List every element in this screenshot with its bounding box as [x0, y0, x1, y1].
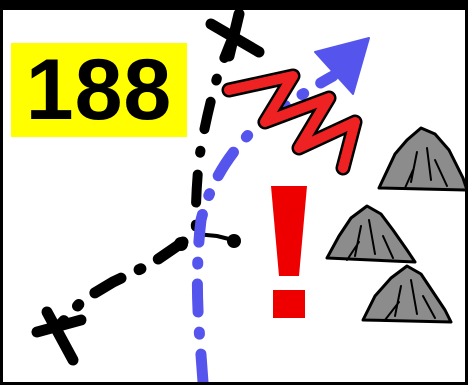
black-path-upper: [196, 32, 235, 234]
mountain-3-icon: [363, 266, 451, 322]
mountain-1-icon: [379, 128, 467, 190]
junction-node-left: [174, 237, 188, 251]
junction-node-right: [227, 234, 241, 248]
x-mark-top-icon: [211, 14, 259, 56]
round-counter: 188: [11, 43, 187, 137]
mountain-2-icon: [327, 206, 415, 262]
black-path-lower: [57, 242, 183, 328]
warning-exclamation-icon: [271, 186, 307, 318]
